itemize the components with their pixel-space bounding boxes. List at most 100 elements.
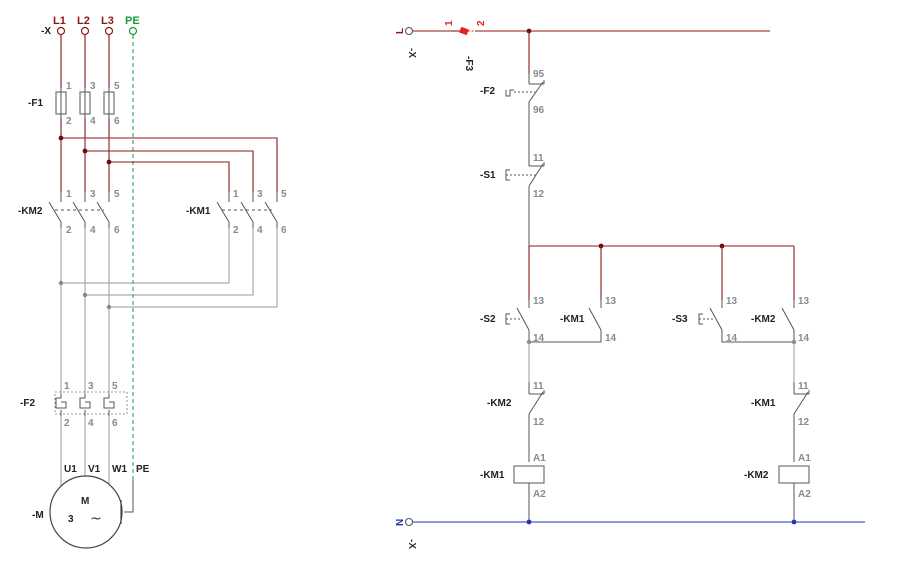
km2-main-tag: -KM2 bbox=[18, 206, 43, 217]
motor-pe: PE bbox=[136, 464, 150, 475]
f1-tag: -F1 bbox=[28, 98, 43, 109]
km2-coil-tag: -KM2 bbox=[744, 470, 769, 481]
km1-hold-top: 13 bbox=[605, 296, 617, 307]
f1-pin-5: 5 bbox=[114, 81, 120, 92]
terminal-l3 bbox=[104, 26, 114, 36]
f2-thermal-elements bbox=[55, 394, 115, 416]
s1-stop-button bbox=[505, 146, 545, 246]
km1-coil-a1: A1 bbox=[533, 453, 546, 464]
km1-pin-6: 6 bbox=[281, 225, 287, 236]
km1-pin-2: 2 bbox=[233, 225, 239, 236]
km1-pin-3: 3 bbox=[257, 189, 263, 200]
f2-contact-bottom: 96 bbox=[533, 105, 545, 116]
terminal-l1 bbox=[56, 26, 66, 36]
supply-l-terminal bbox=[404, 26, 414, 36]
power-circuit: -X L1 L2 L3 PE -F1 1 3 5 bbox=[18, 15, 287, 549]
km2-coil bbox=[778, 465, 810, 484]
km1-pin-5: 5 bbox=[281, 189, 287, 200]
s2-tag: -S2 bbox=[480, 314, 496, 325]
terminal-pe bbox=[128, 26, 138, 36]
km2-nc-top: 11 bbox=[533, 381, 544, 392]
s3-top: 13 bbox=[726, 296, 738, 307]
km2-hold-top: 13 bbox=[798, 296, 810, 307]
terminal-circles bbox=[56, 26, 138, 36]
reversing-wires bbox=[60, 228, 278, 398]
km1-main-tag: -KM1 bbox=[186, 206, 211, 217]
km2-nc-bottom: 12 bbox=[533, 417, 545, 428]
f2-pin-3: 3 bbox=[88, 381, 94, 392]
f2-pin-2: 2 bbox=[64, 418, 70, 429]
supply-n-label: N bbox=[395, 519, 406, 526]
km2-pin-1: 1 bbox=[66, 189, 72, 200]
phase-wires-top bbox=[60, 35, 110, 88]
km1-hold-tag: -KM1 bbox=[560, 314, 585, 325]
phase-wires-mid bbox=[60, 118, 278, 192]
km1-coil bbox=[513, 465, 545, 484]
motor-u1: U1 bbox=[64, 464, 77, 475]
f2-overload-frame bbox=[54, 391, 128, 415]
f3-mcb bbox=[452, 26, 770, 36]
f2-pin-5: 5 bbox=[112, 381, 118, 392]
km2-main-contacts bbox=[48, 192, 110, 228]
motor-wires bbox=[60, 416, 110, 486]
phase-l2-label: L2 bbox=[77, 15, 90, 27]
f2-contact-top: 95 bbox=[533, 69, 545, 80]
s3-bottom: 14 bbox=[726, 333, 738, 344]
terminal-l2 bbox=[80, 26, 90, 36]
neutral-junctions bbox=[526, 519, 797, 525]
km2-hold-bottom: 14 bbox=[798, 333, 810, 344]
s1-top: 11 bbox=[533, 153, 544, 164]
s2-bottom: 14 bbox=[533, 333, 545, 344]
s2-start-button bbox=[505, 300, 530, 342]
motor-tag: -M bbox=[32, 510, 44, 521]
f1-pin-3: 3 bbox=[90, 81, 96, 92]
motor-pe-wire bbox=[124, 480, 134, 513]
km1-hold-contact bbox=[529, 300, 602, 343]
km2-interlock-contact bbox=[528, 382, 545, 462]
f2-overload-tag: -F2 bbox=[20, 398, 35, 409]
terminal-x-label: -X bbox=[41, 26, 51, 37]
km1-main-contacts bbox=[216, 192, 278, 228]
motor-v1: V1 bbox=[88, 464, 101, 475]
f3-tag: -F3 bbox=[463, 56, 474, 71]
reversing-junctions bbox=[58, 280, 112, 310]
f2-pin-1: 1 bbox=[64, 381, 70, 392]
motor-phase-count: 3 bbox=[68, 514, 74, 525]
km2-pin-3: 3 bbox=[90, 189, 96, 200]
km1-nc-tag: -KM1 bbox=[751, 398, 776, 409]
motor-symbol bbox=[49, 475, 123, 549]
km2-coil-a2: A2 bbox=[798, 489, 811, 500]
motor-w1: W1 bbox=[112, 464, 127, 475]
s3-start-button bbox=[698, 300, 794, 343]
s3-tag: -S3 bbox=[672, 314, 688, 325]
km2-nc-tag: -KM2 bbox=[487, 398, 512, 409]
f3-pin2: 2 bbox=[476, 20, 487, 26]
supply-l-x-label: -X bbox=[406, 48, 417, 58]
f1-pin-2: 2 bbox=[66, 116, 72, 127]
km1-coil-a2: A2 bbox=[533, 489, 546, 500]
supply-n-terminal bbox=[404, 517, 414, 527]
phase-pe-label: PE bbox=[125, 15, 140, 27]
phase-l1-label: L1 bbox=[53, 15, 66, 27]
km2-pin-6: 6 bbox=[114, 225, 120, 236]
supply-l-label: L bbox=[395, 28, 406, 34]
km1-nc-bottom: 12 bbox=[798, 417, 810, 428]
km1-interlock-contact bbox=[793, 382, 810, 462]
f2-contact-tag: -F2 bbox=[480, 86, 495, 97]
f2-pin-4: 4 bbox=[88, 418, 94, 429]
motor-label: M bbox=[81, 496, 89, 507]
phase-l3-label: L3 bbox=[101, 15, 114, 27]
km1-nc-top: 11 bbox=[798, 381, 809, 392]
f3-pin1: 1 bbox=[444, 20, 455, 26]
km2-hold-contact bbox=[781, 300, 795, 342]
f2-nc-contact bbox=[505, 74, 545, 146]
s1-tag: -S1 bbox=[480, 170, 496, 181]
f1-pin-4: 4 bbox=[90, 116, 96, 127]
km1-pin-1: 1 bbox=[233, 189, 239, 200]
km2-pin-2: 2 bbox=[66, 225, 72, 236]
f1-pin-6: 6 bbox=[114, 116, 120, 127]
km2-coil-a1: A1 bbox=[798, 453, 811, 464]
supply-n-x-label: -X bbox=[406, 539, 417, 549]
km2-pin-5: 5 bbox=[114, 189, 120, 200]
